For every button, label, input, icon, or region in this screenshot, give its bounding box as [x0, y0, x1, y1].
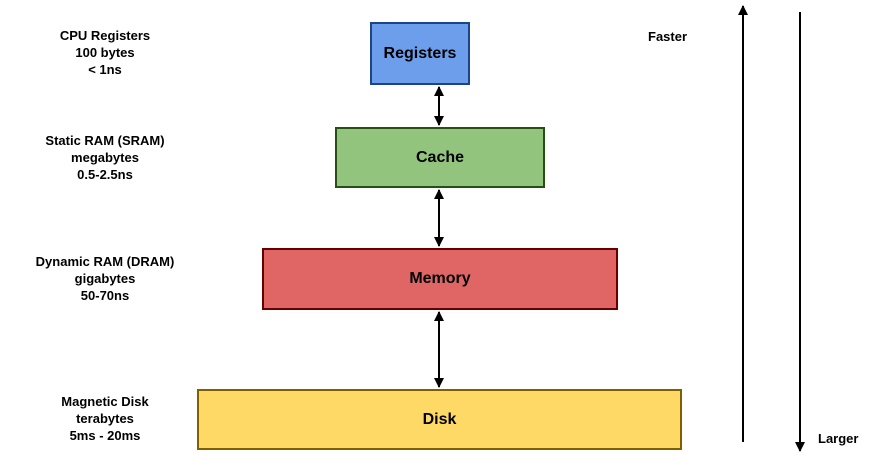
- memory-box: Memory: [262, 248, 618, 310]
- cache-type: Static RAM (SRAM): [45, 133, 165, 148]
- cache-description: Static RAM (SRAM) megabytes 0.5-2.5ns: [10, 132, 200, 183]
- memory-description: Dynamic RAM (DRAM) gigabytes 50-70ns: [5, 253, 205, 304]
- cache-label: Cache: [415, 148, 465, 166]
- registers-box: Registers: [370, 22, 470, 85]
- cache-size: megabytes: [71, 150, 139, 165]
- registers-description: CPU Registers 100 bytes < 1ns: [10, 27, 200, 78]
- faster-label: Faster: [648, 29, 688, 44]
- registers-label: Registers: [383, 44, 457, 62]
- registers-type: CPU Registers: [59, 28, 151, 43]
- memory-label: Memory: [409, 270, 471, 287]
- cache-box: Cache: [335, 127, 545, 188]
- cache-latency: 0.5-2.5ns: [77, 167, 133, 182]
- disk-description: Magnetic Disk terabytes 5ms - 20ms: [10, 393, 200, 444]
- disk-latency: 5ms - 20ms: [69, 428, 141, 443]
- disk-size: terabytes: [76, 411, 134, 426]
- disk-type: Magnetic Disk: [61, 394, 149, 409]
- disk-box: Disk: [197, 389, 682, 450]
- memory-type: Dynamic RAM (DRAM): [35, 254, 175, 269]
- disk-label: Disk: [422, 410, 457, 428]
- larger-label: Larger: [818, 431, 859, 446]
- registers-size: 100 bytes: [75, 45, 135, 60]
- registers-latency: < 1ns: [88, 62, 122, 77]
- memory-latency: 50-70ns: [80, 288, 130, 303]
- memory-size: gigabytes: [74, 271, 136, 286]
